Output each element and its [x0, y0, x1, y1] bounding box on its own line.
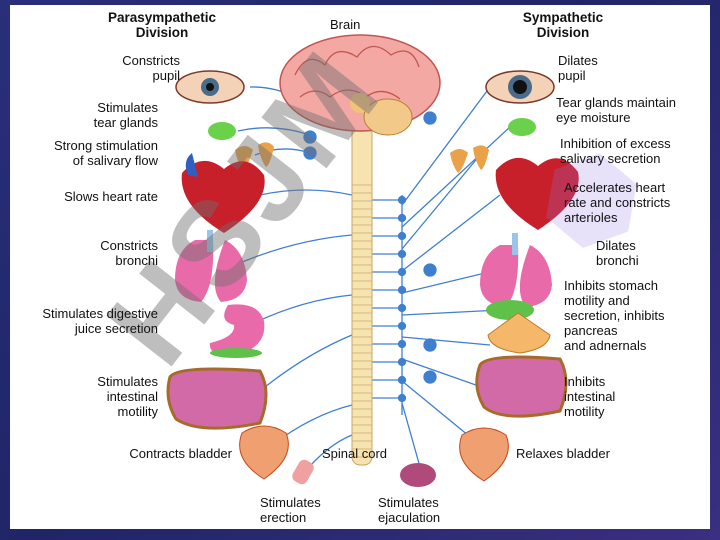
sympathetic-nerve	[401, 309, 501, 316]
sympathetic-nerve	[401, 126, 511, 228]
left-organs	[166, 70, 314, 485]
sympathetic-nerve	[401, 86, 491, 206]
ganglion-large	[423, 370, 437, 384]
brain-label: Brain	[330, 17, 361, 32]
symp-effect-tear: Tear glands maintain eye moisture	[556, 95, 676, 125]
parasympathetic-nerve	[249, 294, 353, 326]
symp-effect-bronchi: Dilates bronchi	[596, 238, 639, 268]
sympathetic-nerve	[401, 336, 491, 346]
parasympathetic-nerve	[259, 189, 353, 196]
brain-image	[279, 34, 441, 136]
ganglion-large	[303, 146, 317, 160]
symp-effect-pupil: Dilates pupil	[558, 53, 598, 83]
sympathetic-header: Sympathetic Division	[522, 10, 604, 40]
parasympathetic-header: Parasympathetic Division	[107, 10, 217, 40]
symp-effect-saliva: Inhibition of excess salivary secretion	[560, 136, 671, 166]
effect-ejaculation: Stimulates ejaculation	[378, 495, 441, 525]
nervous-system-diagram	[166, 34, 579, 487]
para-effect-pupil: Constricts pupil	[122, 53, 180, 83]
parasympathetic-nerve	[234, 234, 353, 266]
para-effect-intestine: Stimulates intestinal motility	[97, 374, 158, 419]
ganglion-large	[423, 338, 437, 352]
sympathetic-nerve	[401, 154, 481, 250]
right-organs	[400, 70, 579, 487]
symp-effect-intestine: Inhibits intestinal motility	[564, 374, 616, 419]
ganglion-large	[423, 263, 437, 277]
ganglion-large	[303, 130, 317, 144]
spinal-cord	[351, 124, 373, 466]
sympathetic-nerve	[401, 194, 501, 272]
para-effect-tear: Stimulates tear glands	[93, 100, 158, 130]
para-effect-bladder: Contracts bladder	[129, 446, 232, 461]
parasympathetic-nerve	[254, 334, 353, 396]
para-effect-bronchi: Constricts bronchi	[100, 238, 158, 268]
para-effect-digestive: Stimulates digestive juice secretion	[42, 306, 158, 336]
symp-effect-stomach: Inhibits stomach motility and secretion,…	[564, 278, 665, 353]
parasympathetic-nerve	[237, 127, 311, 136]
ganglion-large	[423, 111, 437, 125]
spinal-cord-label: Spinal cord	[322, 446, 388, 461]
effect-erection: Stimulates erection	[260, 495, 321, 525]
symp-effect-heart: Accelerates heart rate and constricts ar…	[564, 180, 671, 225]
symp-effect-bladder: Relaxes bladder	[516, 446, 610, 461]
para-effect-saliva: Strong stimulation of salivary flow	[53, 138, 158, 168]
para-effect-heart: Slows heart rate	[64, 189, 158, 204]
diagram-panel: HSJM ⬢ Parasympathetic Division Sympathe…	[10, 5, 710, 529]
sympathetic-nerve	[401, 402, 421, 468]
